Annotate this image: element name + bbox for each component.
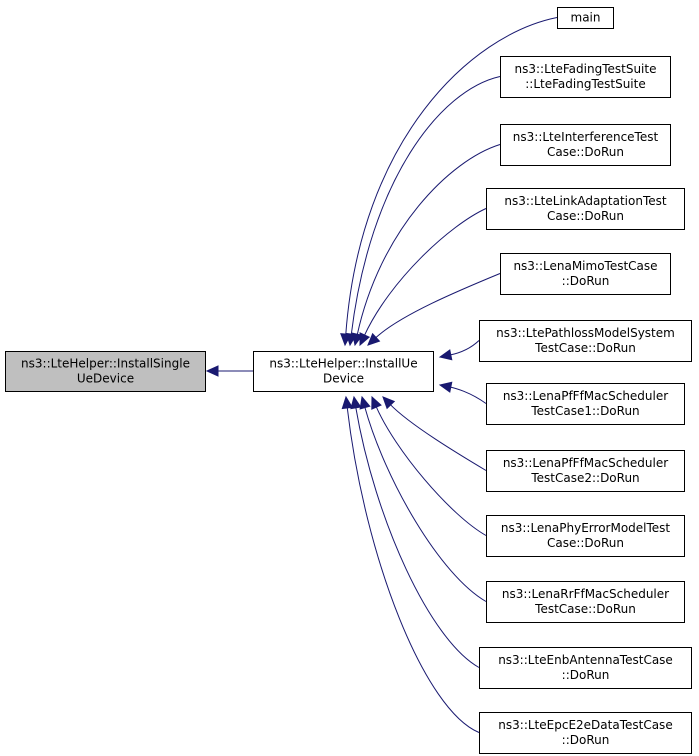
edge-linkadapt-to-installue <box>363 208 487 337</box>
node-label-line: ns3::LenaPfFfMacScheduler <box>503 389 668 403</box>
arrowhead-epce2e <box>341 395 354 410</box>
node-label-line: ns3::LenaMimoTestCase <box>513 259 657 273</box>
edge-pathloss-to-installue <box>449 340 480 356</box>
node-main[interactable]: main <box>557 7 614 29</box>
edge-main-to-installue <box>345 17 558 336</box>
edge-enbantenna-to-installue <box>355 406 480 668</box>
node-mimo[interactable]: ns3::LenaMimoTestCase::DoRun <box>500 253 671 295</box>
node-label-line: Case::DoRun <box>547 145 624 159</box>
node-pfff2[interactable]: ns3::LenaPfFfMacSchedulerTestCase2::DoRu… <box>486 450 685 492</box>
edge-interference-to-installue <box>356 144 501 336</box>
node-box <box>479 320 692 362</box>
node-label-line: TestCase2::DoRun <box>530 471 639 485</box>
arrowhead-pathloss <box>438 349 453 361</box>
node-label-line: ns3::LteLinkAdaptationTest <box>504 194 666 208</box>
node-enbantenna[interactable]: ns3::LteEnbAntennaTestCase::DoRun <box>479 647 692 689</box>
arrowhead-pfff2 <box>382 396 396 410</box>
node-box <box>500 253 671 295</box>
node-label-line: ns3::LenaRrFfMacScheduler <box>502 587 669 601</box>
edge-pfff2-to-installue <box>389 403 487 471</box>
node-label-line: ns3::LenaPfFfMacScheduler <box>503 456 668 470</box>
edge-rrff-to-installue <box>364 406 487 602</box>
node-box <box>486 383 685 425</box>
node-label-line: ::LteFadingTestSuite <box>525 77 645 91</box>
node-label-line: ::DoRun <box>562 668 610 682</box>
node-label-line: ns3::LteHelper::InstallUe <box>269 357 417 371</box>
edge-pfff1-to-installue <box>449 386 487 404</box>
node-label-line: Case::DoRun <box>547 536 624 550</box>
node-box <box>486 515 685 557</box>
edge-fading-to-installue <box>350 76 501 336</box>
arrowhead-linkadapt <box>359 332 371 347</box>
node-label-line: ns3::LenaPhyErrorModelTest <box>501 521 671 535</box>
node-box <box>486 188 685 230</box>
node-pathloss[interactable]: ns3::LtePathlossModelSystemTestCase::DoR… <box>479 320 692 362</box>
call-nodes: ns3::LteHelper::InstallSingleUeDevicens3… <box>5 7 692 754</box>
call-edges <box>205 17 558 733</box>
node-box <box>500 124 671 166</box>
node-box <box>479 647 692 689</box>
node-label-line: TestCase::DoRun <box>534 341 636 355</box>
node-label-line: TestCase1::DoRun <box>530 404 639 418</box>
edge-epce2e-to-installue <box>346 406 480 733</box>
edge-mimo-to-installue <box>374 273 501 339</box>
node-label-line: ns3::LteFadingTestSuite <box>515 62 657 76</box>
node-label-line: Case::DoRun <box>547 209 624 223</box>
node-epce2e[interactable]: ns3::LteEpcE2eDataTestCase::DoRun <box>479 712 692 754</box>
node-label-line: Device <box>323 372 364 386</box>
node-box <box>486 450 685 492</box>
node-pfff1[interactable]: ns3::LenaPfFfMacSchedulerTestCase1::DoRu… <box>486 383 685 425</box>
arrowhead-phyerror <box>371 395 382 410</box>
node-label-line: main <box>571 11 601 25</box>
node-box <box>500 56 671 98</box>
node-box <box>486 581 685 623</box>
arrowhead-installsingle <box>205 365 219 377</box>
arrowhead-enbantenna <box>350 395 362 410</box>
node-box <box>5 351 206 392</box>
node-label-line: ns3::LteHelper::InstallSingle <box>21 357 190 371</box>
edge-phyerror-to-installue <box>375 405 487 536</box>
node-box <box>479 712 692 754</box>
node-box <box>253 351 434 392</box>
arrowhead-rrff <box>359 395 371 410</box>
node-label-line: ns3::LteEnbAntennaTestCase <box>498 653 673 667</box>
node-label-line: TestCase::DoRun <box>534 602 636 616</box>
node-label-line: ::DoRun <box>562 274 610 288</box>
node-label-line: ns3::LteInterferenceTest <box>513 130 659 144</box>
node-box <box>557 7 614 29</box>
node-label-line: UeDevice <box>77 372 134 386</box>
arrowhead-pfff1 <box>438 381 453 393</box>
node-label-line: ns3::LtePathlossModelSystem <box>496 326 675 340</box>
node-label-line: ::DoRun <box>562 733 610 747</box>
node-label-line: ns3::LteEpcE2eDataTestCase <box>498 718 672 732</box>
arrowhead-mimo <box>367 332 381 346</box>
node-fading[interactable]: ns3::LteFadingTestSuite::LteFadingTestSu… <box>500 56 671 98</box>
